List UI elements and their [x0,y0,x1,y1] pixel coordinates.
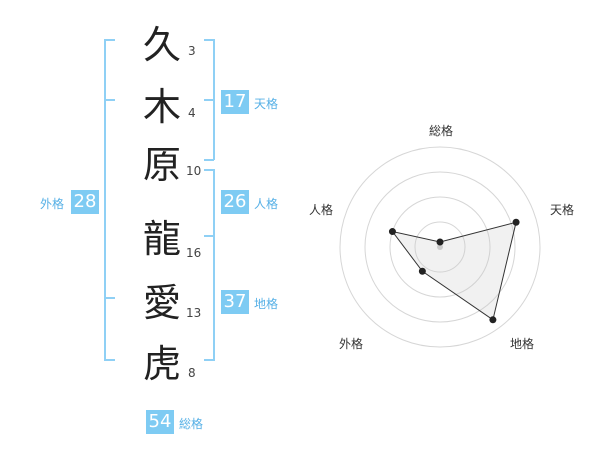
gaikaku-badge: 28 [71,190,99,214]
name-char-5: 愛 [143,281,182,325]
gaikaku-bracket [104,39,115,361]
gaikaku-label: 外格 [40,197,65,211]
radar-axis-label-gaikaku: 外格 [339,337,364,351]
tenkaku-label: 天格 [254,97,279,111]
stroke-count-3: 10 [186,164,202,178]
chikaku-badge: 37 [221,290,249,314]
radar-point-2 [489,316,497,324]
name-char-4: 龍 [143,217,182,261]
stroke-count-2: 4 [188,106,196,120]
radar-axis-label-chikaku: 地格 [510,337,535,351]
name-char-6: 虎 [143,342,182,386]
stroke-count-1: 3 [188,44,196,58]
soukaku-badge: 54 [146,410,174,434]
radar-axis-label-jinkaku: 人格 [309,203,334,217]
tenkaku-badge: 17 [221,90,249,114]
name-char-2: 木 [143,85,182,129]
jinkaku-label: 人格 [254,197,279,211]
chikaku-bracket [204,235,215,361]
radar-ring-3 [364,171,516,323]
radar-point-3 [418,267,426,275]
name-char-3: 原 [143,143,182,187]
name-char-1: 久 [143,23,182,67]
stroke-count-6: 8 [188,366,196,380]
jinkaku-badge: 26 [221,190,249,214]
stroke-count-5: 13 [186,306,202,320]
radar-point-1 [512,218,520,226]
radar-point-4 [388,228,396,236]
radar-point-0 [436,238,444,246]
radar-ring-1 [414,221,466,273]
radar-axis-label-soukaku: 総格 [429,124,454,138]
tenkaku-bracket [204,39,215,101]
radar-center [437,244,443,250]
radar-ring-2 [389,196,491,298]
radar-ring-4 [339,146,541,348]
radar-axis-label-tenkaku: 天格 [550,203,575,217]
radar-area [391,221,517,321]
chikaku-label: 地格 [254,297,279,311]
stroke-count-4: 16 [186,246,202,260]
soukaku-label: 総格 [179,417,204,431]
